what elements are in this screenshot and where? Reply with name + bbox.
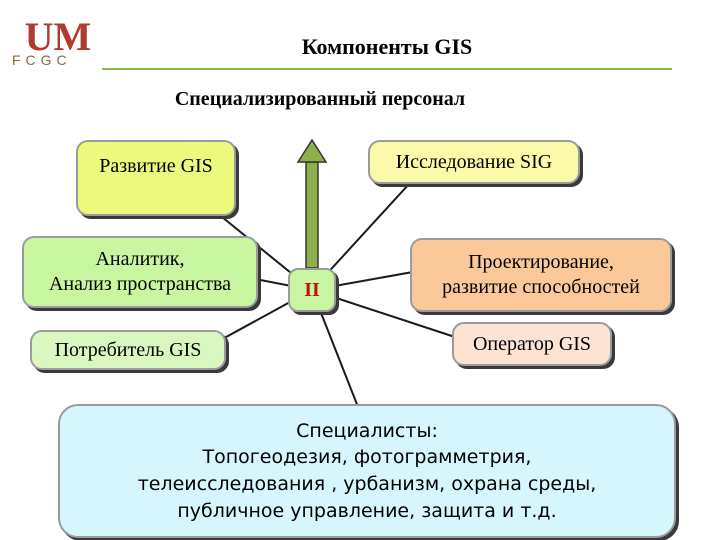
box-center: II xyxy=(288,268,336,312)
box-analyst: Аналитик, Анализ пространства xyxy=(22,236,258,308)
logo-mark-icon: UM xyxy=(14,14,100,59)
box-sig-research-label: Исследование SIG xyxy=(395,150,553,173)
logo-text: UM xyxy=(25,14,92,56)
specialists-line-2: Топогеодезия, фотограмметрия, xyxy=(202,446,532,469)
logo: UM FCGC xyxy=(10,12,102,68)
header-bar xyxy=(102,12,672,70)
box-specialists: Специалисты: Топогеодезия, фотограмметри… xyxy=(58,404,676,538)
specialists-line-4: публичное управление, защита и т.д. xyxy=(177,499,557,522)
page-title: Компоненты GIS xyxy=(301,34,473,59)
box-gis-development: Развитие GIS xyxy=(76,140,236,216)
box-gis-operator-label: Оператор GIS xyxy=(472,332,592,355)
up-arrow-icon xyxy=(296,138,328,269)
box-analyst-label: Аналитик, Анализ пространства xyxy=(48,248,232,295)
box-center-label: II xyxy=(304,278,320,301)
logo-subtitle: FCGC xyxy=(12,52,72,68)
subtitle: Специализированный персонал xyxy=(174,88,466,110)
box-gis-consumer-label: Потребитель GIS xyxy=(54,338,202,361)
box-gis-consumer: Потребитель GIS xyxy=(30,330,226,370)
specialists-line-1: Специалисты: xyxy=(296,419,438,442)
box-gis-operator: Оператор GIS xyxy=(452,322,612,366)
header: UM FCGC Компоненты GIS xyxy=(10,12,672,70)
box-gis-development-label: Развитие GIS xyxy=(99,155,213,177)
specialists-line-3: телеисследования , урбанизм, охрана сред… xyxy=(137,473,597,495)
box-design-label: Проектирование, развитие способностей xyxy=(442,251,640,298)
line-operator xyxy=(311,289,465,341)
box-sig-research: Исследование SIG xyxy=(368,140,580,184)
box-design: Проектирование, развитие способностей xyxy=(410,238,672,312)
